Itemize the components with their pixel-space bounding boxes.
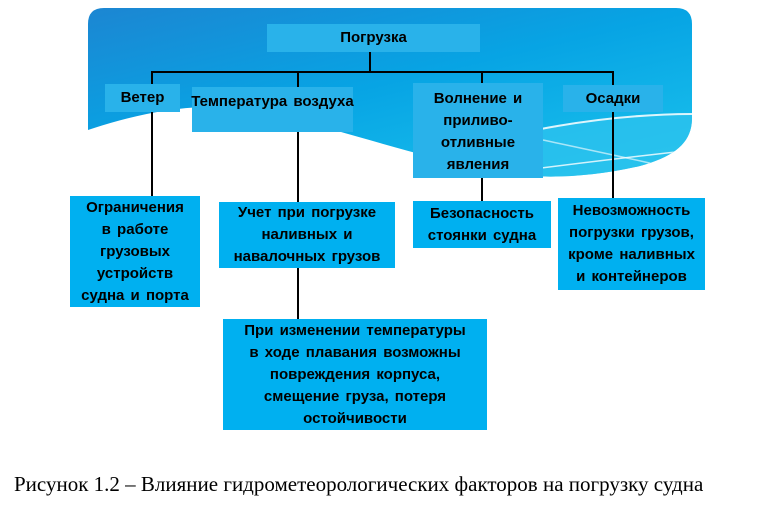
box-loading-impossible: Невозможность погрузки грузов, кроме нал… [558,198,705,290]
node-root-loading: Погрузка [267,24,480,52]
connector-precipitation [612,71,614,199]
box-liquid-bulk-loading: Учет при погрузке наливных и навалочных … [219,202,395,268]
box-cargo-gear-restrictions-text: Ограничения в работе грузовых устройств … [81,198,189,304]
box-cargo-gear-restrictions: Ограничения в работе грузовых устройств … [70,196,200,307]
node-precipitation-label: Осадки [585,89,641,107]
connector-wind [151,71,153,197]
box-hull-damage-risk: При изменении температуры в ходе плавани… [223,319,487,430]
node-air-temperature-label: Температура воздуха [191,93,354,110]
box-mooring-safety-text: Безопасность стоянки судна [427,204,537,244]
node-wind: Ветер [105,84,180,112]
connector-root-stub [369,52,371,73]
figure-caption: Рисунок 1.2 – Влияние гидрометеорологиче… [14,472,704,496]
node-waves-tides: Волнение и приливо- отливные явления [413,83,543,178]
node-air-temperature: Температура воздуха [191,87,354,132]
node-root-label: Погрузка [340,29,407,46]
connector-main-bar [151,71,614,73]
connector-temperature [297,71,299,320]
box-loading-impossible-text: Невозможность погрузки грузов, кроме нал… [568,202,695,285]
node-precipitation: Осадки [563,85,663,112]
node-waves-tides-label: Волнение и приливо- отливные явления [433,90,523,173]
box-liquid-bulk-loading-text: Учет при погрузке наливных и навалочных … [233,204,381,265]
box-mooring-safety: Безопасность стоянки судна [413,201,551,248]
node-wind-label: Ветер [120,89,165,106]
box-hull-damage-risk-text: При изменении температуры в ходе плавани… [244,321,466,427]
